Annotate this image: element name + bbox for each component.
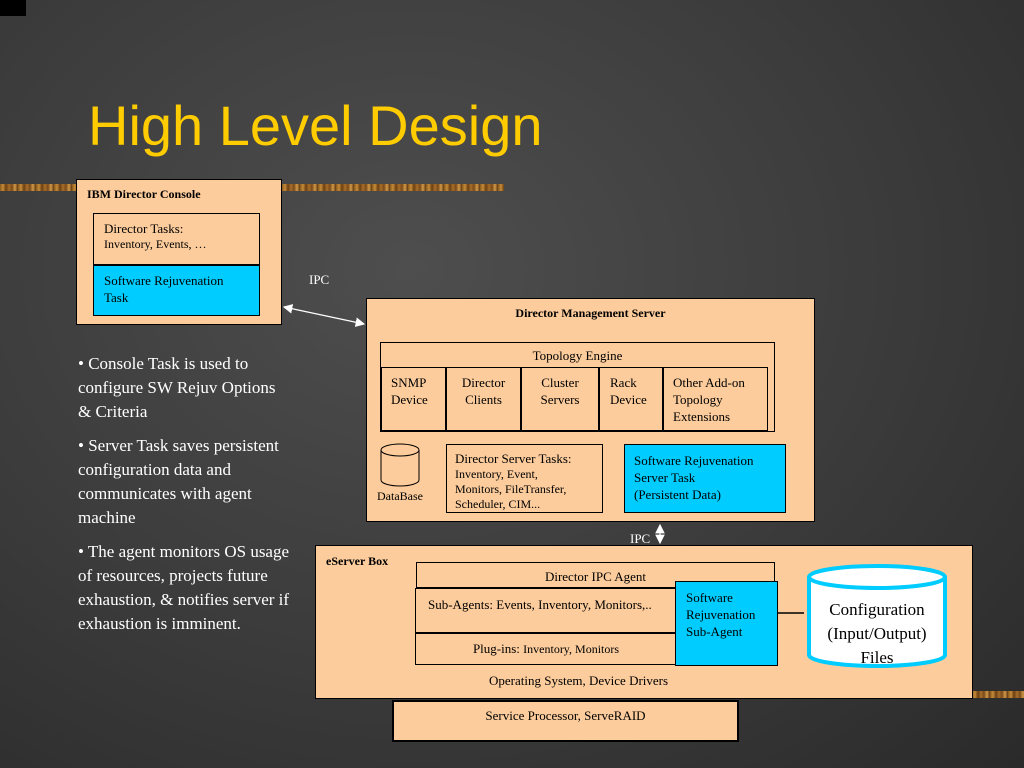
bullet-text: Console Task is used to configure SW Rej… bbox=[78, 354, 276, 421]
console-rejuv-line1: Software Rejuvenation bbox=[104, 273, 224, 288]
decorative-stripe-middle bbox=[282, 184, 504, 191]
director-tasks-title: Director Tasks: bbox=[104, 221, 184, 236]
ipc-agent-label: Director IPC Agent bbox=[544, 569, 647, 584]
subagent-rejuv-line3: Sub-Agent bbox=[686, 624, 743, 639]
console-rejuv-line2: Task bbox=[104, 290, 129, 305]
server-rejuv-task-box: Software Rejuvenation Server Task (Persi… bbox=[624, 444, 786, 513]
addon-line3: Extensions bbox=[673, 409, 731, 424]
subagents-box: Sub-Agents: Events, Inventory, Monitors,… bbox=[415, 588, 677, 633]
plugins-line: Plug-ins: Inventory, Monitors bbox=[416, 640, 676, 657]
server-tasks-line2: Monitors, FileTransfer, bbox=[455, 482, 567, 496]
database-label: DataBase bbox=[377, 489, 423, 503]
server-tasks-line3: Scheduler, CIM... bbox=[455, 497, 541, 511]
addon-line2: Topology bbox=[673, 392, 723, 407]
config-files-line2: (Input/Output) bbox=[827, 624, 927, 643]
bullet-marker: • bbox=[78, 542, 84, 561]
topology-cell-addon-extensions: Other Add-on Topology Extensions bbox=[663, 367, 768, 431]
eserver-box: eServer Box Director IPC Agent Sub-Agent… bbox=[315, 545, 973, 699]
rejuv-subagent-box: Software Rejuvenation Sub-Agent bbox=[675, 581, 778, 666]
config-files-line3: Files bbox=[860, 648, 894, 667]
snmp-line1: SNMP bbox=[391, 375, 427, 390]
bullet-item: • Console Task is used to configure SW R… bbox=[78, 352, 290, 424]
topology-engine-label: Topology Engine bbox=[532, 348, 623, 363]
config-files-line1: Configuration bbox=[829, 600, 925, 619]
director-tasks-detail: Inventory, Events, … bbox=[104, 237, 207, 251]
topology-cell-director-clients: Director Clients bbox=[446, 367, 521, 431]
bullet-marker: • bbox=[78, 436, 84, 455]
ipc-arrow-console-server bbox=[282, 304, 366, 327]
cluster-servers-line1: Cluster bbox=[541, 375, 579, 390]
ipc-label-top: IPC bbox=[309, 272, 330, 287]
corner-mark bbox=[0, 0, 26, 16]
bullet-text: Server Task saves persistent configurati… bbox=[78, 436, 279, 527]
console-title: IBM Director Console bbox=[87, 187, 201, 201]
plugins-label: Plug-ins: bbox=[472, 641, 524, 656]
server-tasks-box: Director Server Tasks: Inventory, Event,… bbox=[446, 444, 603, 513]
subagent-rejuv-line1: Software bbox=[686, 590, 733, 605]
director-clients-line2: Clients bbox=[465, 392, 502, 407]
console-rejuv-task-box: Software Rejuvenation Task bbox=[93, 265, 260, 316]
server-tasks-line1: Inventory, Event, bbox=[455, 467, 538, 481]
topology-cell-cluster-servers: Cluster Servers bbox=[521, 367, 599, 431]
bullet-item: • The agent monitors OS usage of resourc… bbox=[78, 540, 290, 636]
server-rejuv-line1: Software Rejuvenation bbox=[634, 453, 754, 468]
director-console-box: IBM Director Console Director Tasks: Inv… bbox=[76, 179, 282, 325]
slide-title: High Level Design bbox=[88, 94, 543, 157]
server-rejuv-line2: Server Task bbox=[634, 470, 696, 485]
eserver-title: eServer Box bbox=[326, 554, 389, 568]
decorative-stripe-left bbox=[0, 184, 76, 191]
bullet-item: • Server Task saves persistent configura… bbox=[78, 434, 290, 530]
management-server-title: Director Management Server bbox=[515, 306, 666, 320]
cluster-servers-line2: Servers bbox=[540, 392, 580, 407]
config-files-cylinder-icon bbox=[807, 564, 947, 668]
ipc-label-bottom: IPC bbox=[630, 531, 651, 546]
server-rejuv-line3: (Persistent Data) bbox=[634, 487, 722, 502]
snmp-line2: Device bbox=[391, 392, 428, 407]
server-tasks-title: Director Server Tasks: bbox=[455, 451, 572, 466]
decorative-stripe-right bbox=[972, 691, 1024, 698]
os-drivers-label: Operating System, Device Drivers bbox=[489, 673, 669, 688]
rack-device-line2: Device bbox=[610, 392, 647, 407]
management-server-box: Director Management Server Topology Engi… bbox=[366, 298, 815, 522]
addon-line1: Other Add-on bbox=[673, 375, 745, 390]
topology-engine-box: Topology Engine SNMP Device Director Cli… bbox=[380, 342, 775, 432]
bullet-list: • Console Task is used to configure SW R… bbox=[78, 352, 290, 646]
rack-device-line1: Rack bbox=[610, 375, 637, 390]
director-clients-line1: Director bbox=[461, 375, 506, 390]
plugins-box: Plug-ins: Inventory, Monitors bbox=[415, 633, 677, 665]
bullet-marker: • bbox=[78, 354, 84, 373]
topology-cell-rack-device: Rack Device bbox=[599, 367, 663, 431]
subagents-label: Sub-Agents: Events, Inventory, Monitors,… bbox=[428, 597, 652, 612]
service-processor-label: Service Processor, ServeRAID bbox=[485, 708, 646, 723]
director-tasks-box: Director Tasks: Inventory, Events, … bbox=[93, 213, 260, 265]
database-icon bbox=[380, 443, 420, 487]
plugins-detail: Inventory, Monitors bbox=[523, 642, 620, 656]
bullet-text: The agent monitors OS usage of resources… bbox=[78, 542, 290, 633]
topology-cell-snmp: SNMP Device bbox=[381, 367, 446, 431]
service-processor-box: Service Processor, ServeRAID bbox=[392, 700, 739, 742]
subagent-rejuv-line2: Rejuvenation bbox=[686, 607, 756, 622]
